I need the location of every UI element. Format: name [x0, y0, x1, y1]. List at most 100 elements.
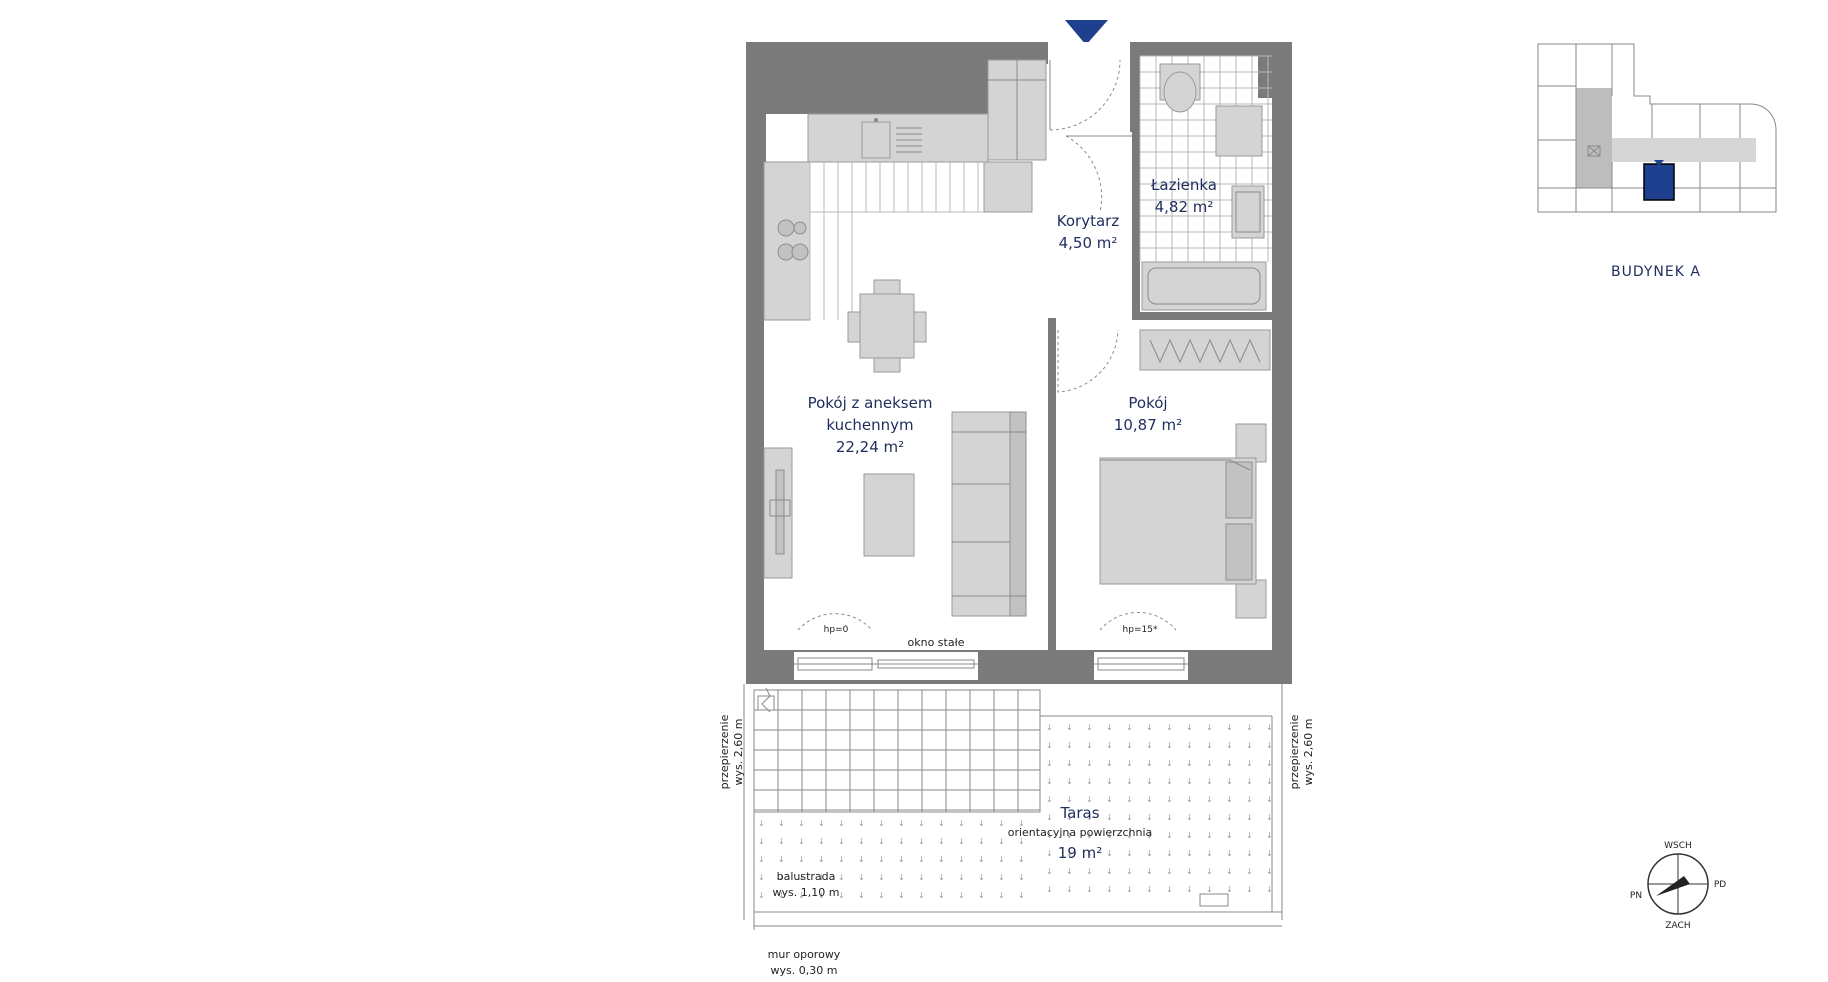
svg-text:↓: ↓	[1226, 777, 1233, 786]
svg-text:↓: ↓	[1266, 795, 1273, 804]
svg-text:↓: ↓	[1226, 741, 1233, 750]
svg-text:↓: ↓	[1146, 777, 1153, 786]
svg-text:↓: ↓	[1266, 723, 1273, 732]
svg-text:↓: ↓	[1246, 831, 1253, 840]
room-area: 10,87 m²	[1114, 416, 1182, 434]
svg-text:↓: ↓	[1066, 831, 1073, 840]
svg-text:↓: ↓	[858, 873, 865, 882]
svg-text:↓: ↓	[798, 855, 805, 864]
tv-unit	[763, 447, 793, 579]
room-name: Pokój	[1128, 394, 1167, 412]
svg-text:↓: ↓	[1146, 867, 1153, 876]
svg-text:↓: ↓	[998, 891, 1005, 900]
svg-text:↓: ↓	[958, 873, 965, 882]
svg-text:↓: ↓	[1166, 777, 1173, 786]
hall-name: Korytarz	[1057, 212, 1120, 230]
svg-text:↓: ↓	[1146, 795, 1153, 804]
svg-text:↓: ↓	[1126, 813, 1133, 822]
svg-text:↓: ↓	[1186, 741, 1193, 750]
svg-text:↓: ↓	[1086, 885, 1093, 894]
svg-text:↓: ↓	[1086, 867, 1093, 876]
svg-text:↓: ↓	[1046, 759, 1053, 768]
bottom-windows	[794, 652, 1188, 680]
svg-text:↓: ↓	[1186, 831, 1193, 840]
svg-text:↓: ↓	[1106, 831, 1113, 840]
svg-text:↓: ↓	[958, 837, 965, 846]
terrace-area: 19 m²	[1058, 844, 1102, 862]
svg-text:↓: ↓	[1046, 885, 1053, 894]
svg-text:↓: ↓	[878, 873, 885, 882]
svg-text:↓: ↓	[1226, 723, 1233, 732]
svg-text:↓: ↓	[978, 891, 985, 900]
svg-text:↓: ↓	[1226, 813, 1233, 822]
svg-text:↓: ↓	[858, 837, 865, 846]
svg-text:↓: ↓	[998, 873, 1005, 882]
svg-text:↓: ↓	[1246, 885, 1253, 894]
coffee-table	[863, 473, 915, 557]
svg-text:↓: ↓	[1266, 849, 1273, 858]
svg-text:↓: ↓	[1086, 849, 1093, 858]
terrace-subtitle: orientacyjna powierzchnia	[1008, 826, 1153, 839]
svg-text:↓: ↓	[838, 819, 845, 828]
svg-text:↓: ↓	[1106, 759, 1113, 768]
svg-text:↓: ↓	[1206, 849, 1213, 858]
svg-text:↓: ↓	[1246, 849, 1253, 858]
svg-text:↓: ↓	[1106, 777, 1113, 786]
svg-text:↓: ↓	[838, 873, 845, 882]
svg-text:↓: ↓	[1246, 723, 1253, 732]
svg-text:↓: ↓	[1166, 723, 1173, 732]
svg-text:↓: ↓	[938, 819, 945, 828]
svg-text:↓: ↓	[1126, 777, 1133, 786]
svg-text:↓: ↓	[878, 819, 885, 828]
svg-text:↓: ↓	[918, 891, 925, 900]
room-labels: Pokój z aneksem kuchennym 22,24 m² Koryt…	[808, 176, 1217, 862]
svg-text:↓: ↓	[1146, 831, 1153, 840]
bath-area: 4,82 m²	[1155, 198, 1214, 216]
living-room-name-2: kuchennym	[826, 416, 913, 434]
svg-text:↓: ↓	[1146, 849, 1153, 858]
svg-text:↓: ↓	[1186, 759, 1193, 768]
svg-text:↓: ↓	[858, 891, 865, 900]
svg-text:↓: ↓	[918, 837, 925, 846]
svg-text:↓: ↓	[878, 891, 885, 900]
svg-text:↓: ↓	[758, 873, 765, 882]
svg-text:↓: ↓	[1086, 723, 1093, 732]
svg-text:↓: ↓	[998, 837, 1005, 846]
svg-text:↓: ↓	[1186, 723, 1193, 732]
svg-text:↓: ↓	[1266, 831, 1273, 840]
svg-text:↓: ↓	[758, 819, 765, 828]
svg-text:↓: ↓	[1046, 723, 1053, 732]
key-plan: BUDYNEK A	[1537, 43, 1777, 280]
svg-text:↓: ↓	[778, 819, 785, 828]
svg-text:↓: ↓	[978, 873, 985, 882]
svg-text:↓: ↓	[798, 891, 805, 900]
svg-text:↓: ↓	[1066, 867, 1073, 876]
svg-text:↓: ↓	[1226, 795, 1233, 804]
svg-text:↓: ↓	[1046, 795, 1053, 804]
svg-text:↓: ↓	[1186, 867, 1193, 876]
dining-table	[847, 279, 927, 373]
svg-text:↓: ↓	[1206, 795, 1213, 804]
svg-text:↓: ↓	[1106, 885, 1113, 894]
svg-text:↓: ↓	[1046, 831, 1053, 840]
svg-text:↓: ↓	[818, 855, 825, 864]
svg-text:↓: ↓	[1146, 741, 1153, 750]
svg-text:↓: ↓	[978, 837, 985, 846]
partition-left-line1: przepierzenie	[718, 714, 731, 789]
svg-text:↓: ↓	[998, 819, 1005, 828]
railing-line2: wys. 1,10 m	[773, 886, 840, 899]
partition-left-line2: wys. 2,60 m	[732, 719, 745, 786]
svg-text:↓: ↓	[958, 891, 965, 900]
svg-text:↓: ↓	[1166, 741, 1173, 750]
svg-text:↓: ↓	[838, 855, 845, 864]
svg-text:↓: ↓	[1126, 741, 1133, 750]
hp-left-label: hp=0	[824, 625, 849, 635]
retaining-wall-line1: mur oporowy	[768, 948, 841, 961]
kitchen-unit	[763, 59, 1047, 321]
svg-text:↓: ↓	[818, 891, 825, 900]
svg-text:↓: ↓	[1166, 849, 1173, 858]
svg-text:↓: ↓	[1226, 885, 1233, 894]
svg-text:↓: ↓	[898, 837, 905, 846]
svg-text:↓: ↓	[1018, 855, 1025, 864]
svg-text:↓: ↓	[1186, 813, 1193, 822]
